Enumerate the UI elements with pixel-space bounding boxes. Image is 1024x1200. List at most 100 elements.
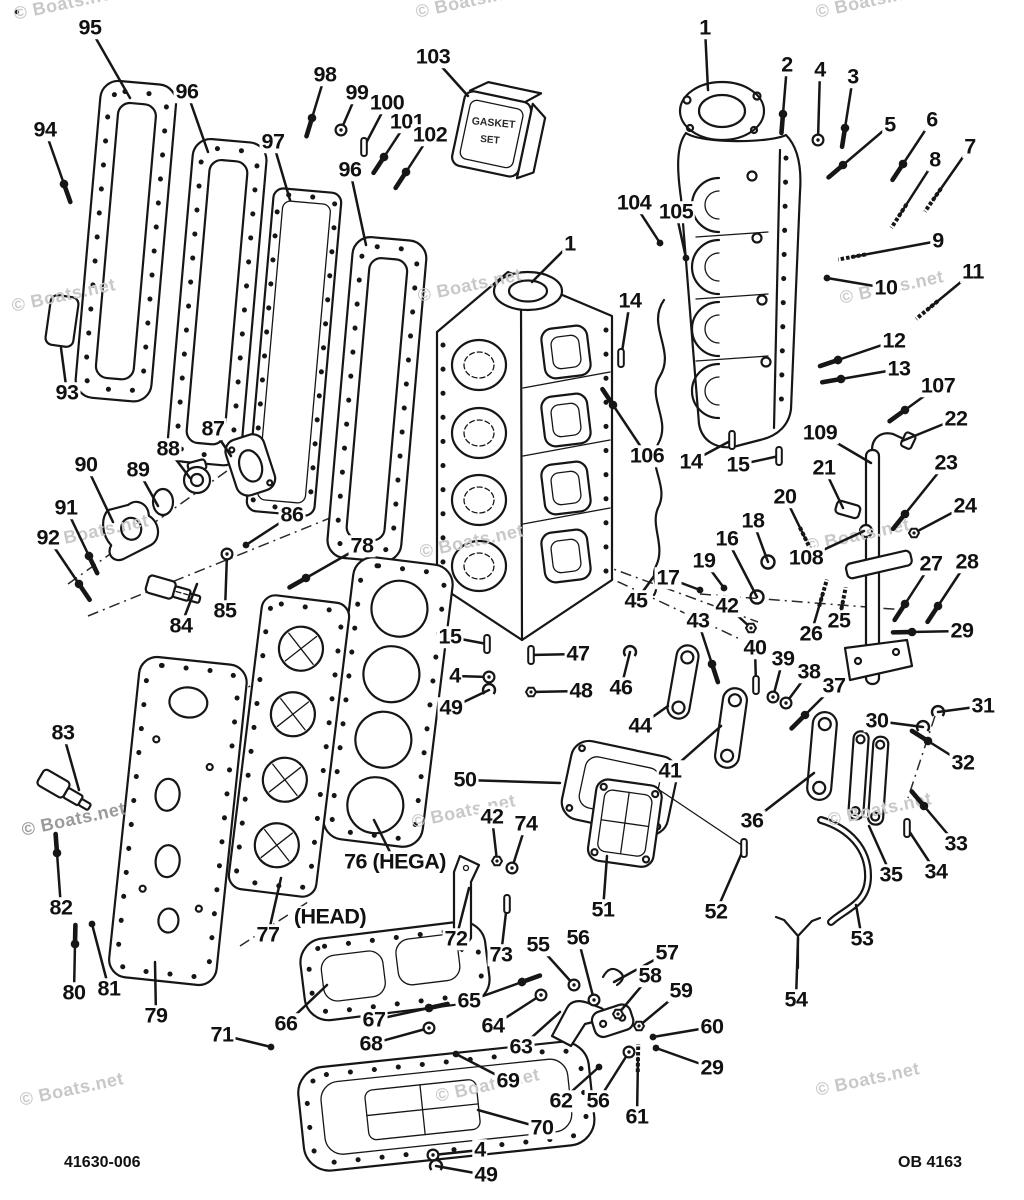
callout-109: 109 [800, 420, 840, 445]
leader-line [90, 922, 111, 991]
fastener-stud-glyph [889, 203, 909, 229]
fastener-pin-glyph [360, 137, 368, 157]
fastener-bolt-glyph [371, 152, 389, 176]
callout-108: 108 [786, 545, 826, 570]
callout-50: 50 [451, 767, 479, 792]
callout-33: 33 [942, 831, 970, 856]
part-spark-plug-84 [144, 574, 202, 604]
fastener-dot-glyph [720, 584, 728, 592]
fastener-dot-glyph [242, 541, 250, 549]
part-clip-57 [601, 967, 624, 987]
fastener-bolt-glyph [909, 728, 933, 746]
part-cylinder-block-1 [435, 270, 614, 642]
fastener-pin-glyph [728, 430, 736, 450]
fastener-dot-glyph [595, 1063, 603, 1071]
fastener-pin-glyph [483, 634, 491, 654]
fastener-dot-glyph [267, 1043, 275, 1051]
gasket-set-box-line1: GASKET [471, 115, 516, 131]
callout-42: 42 [478, 804, 506, 829]
callout-21: 21 [810, 455, 838, 480]
fastener-washer-glyph [482, 670, 496, 684]
callout-92: 92 [34, 525, 62, 550]
fastener-dot-glyph [656, 239, 664, 247]
callout-81: 81 [95, 976, 123, 1001]
fastener-clip-glyph [481, 682, 497, 695]
fastener-washer-glyph [505, 861, 519, 875]
callout-79: 79 [142, 1003, 170, 1028]
part-cylinder-head-77 [227, 594, 351, 898]
fastener-ring-glyph [749, 589, 765, 605]
callout-62: 62 [547, 1088, 575, 1113]
callout-24: 24 [951, 493, 979, 518]
fastener-washer-glyph [779, 696, 793, 710]
fastener-washer-glyph [587, 993, 601, 1007]
fastener-dot-glyph [682, 254, 690, 262]
callout-72: 72 [442, 926, 470, 951]
callout-8: 8 [927, 147, 943, 172]
part-anode-pad-93 [44, 294, 80, 348]
callout-19: 19 [690, 548, 718, 573]
fastener-bolt-glyph [909, 789, 929, 811]
callout-39: 39 [769, 646, 797, 671]
fastener-dot-glyph [452, 1050, 460, 1058]
fastener-bolt-glyph [84, 551, 100, 576]
callout-44: 44 [626, 713, 654, 738]
fastener-bolt-glyph [839, 123, 850, 150]
callout-76HEGA: 76 (HEGA) [342, 849, 448, 874]
callout-9: 9 [930, 228, 946, 253]
fastener-pin-glyph [903, 818, 911, 838]
callout-48: 48 [567, 678, 595, 703]
callout-87: 87 [199, 416, 227, 441]
part-side-cover-gasket-95 [74, 79, 178, 403]
fastener-dot-glyph [823, 274, 831, 282]
gasket-set-box-line2: SET [480, 134, 500, 147]
fastener-bolt-glyph [600, 386, 618, 410]
callout-69: 69 [494, 1068, 522, 1093]
fastener-nut-glyph [611, 1008, 625, 1020]
part-bracket-36 [806, 711, 838, 801]
callout-4: 4 [472, 1137, 488, 1162]
callout-52: 52 [702, 899, 730, 924]
callout-29: 29 [948, 618, 976, 643]
callout-31: 31 [969, 693, 997, 718]
part-crankcase-1 [677, 80, 802, 449]
callout-30: 30 [863, 708, 891, 733]
leader-line [463, 778, 562, 785]
fastener-dot-glyph [696, 586, 704, 594]
callout-40: 40 [741, 635, 769, 660]
fastener-bolt-glyph [424, 1001, 450, 1013]
callout-60: 60 [698, 1014, 726, 1039]
fastener-bolt-glyph [890, 627, 917, 637]
callout-68: 68 [357, 1031, 385, 1056]
part-thermostat-88 [182, 458, 212, 495]
callout-1: 1 [562, 231, 578, 256]
callout-77: 77 [254, 922, 282, 947]
callout-22: 22 [942, 406, 970, 431]
fastener-bolt-glyph [778, 109, 788, 136]
callout-6: 6 [924, 107, 940, 132]
callout-64: 64 [479, 1013, 507, 1038]
callout-106: 106 [627, 443, 667, 468]
callout-16: 16 [713, 526, 741, 551]
callout-35: 35 [877, 862, 905, 887]
callout-42: 42 [713, 593, 741, 618]
callout-90: 90 [72, 452, 100, 477]
callout-56: 56 [564, 925, 592, 950]
fastener-washer-glyph [534, 988, 548, 1002]
callout-59: 59 [667, 978, 695, 1003]
fastener-washer-glyph [220, 547, 234, 561]
fastener-pin-glyph [503, 894, 511, 914]
callout-HEAD: (HEAD) [291, 904, 369, 929]
callout-83: 83 [49, 720, 77, 745]
callout-51: 51 [589, 897, 617, 922]
fastener-stud-glyph [838, 586, 848, 616]
fastener-pin-glyph [752, 675, 760, 695]
callout-4: 4 [812, 57, 828, 82]
callout-85: 85 [211, 598, 239, 623]
callout-74: 74 [512, 811, 540, 836]
fastener-bolt-glyph [890, 509, 910, 532]
fastener-clip-glyph [930, 704, 946, 717]
callout-84: 84 [167, 613, 195, 638]
fastener-bolt-glyph [819, 374, 846, 385]
callout-38: 38 [795, 659, 823, 684]
